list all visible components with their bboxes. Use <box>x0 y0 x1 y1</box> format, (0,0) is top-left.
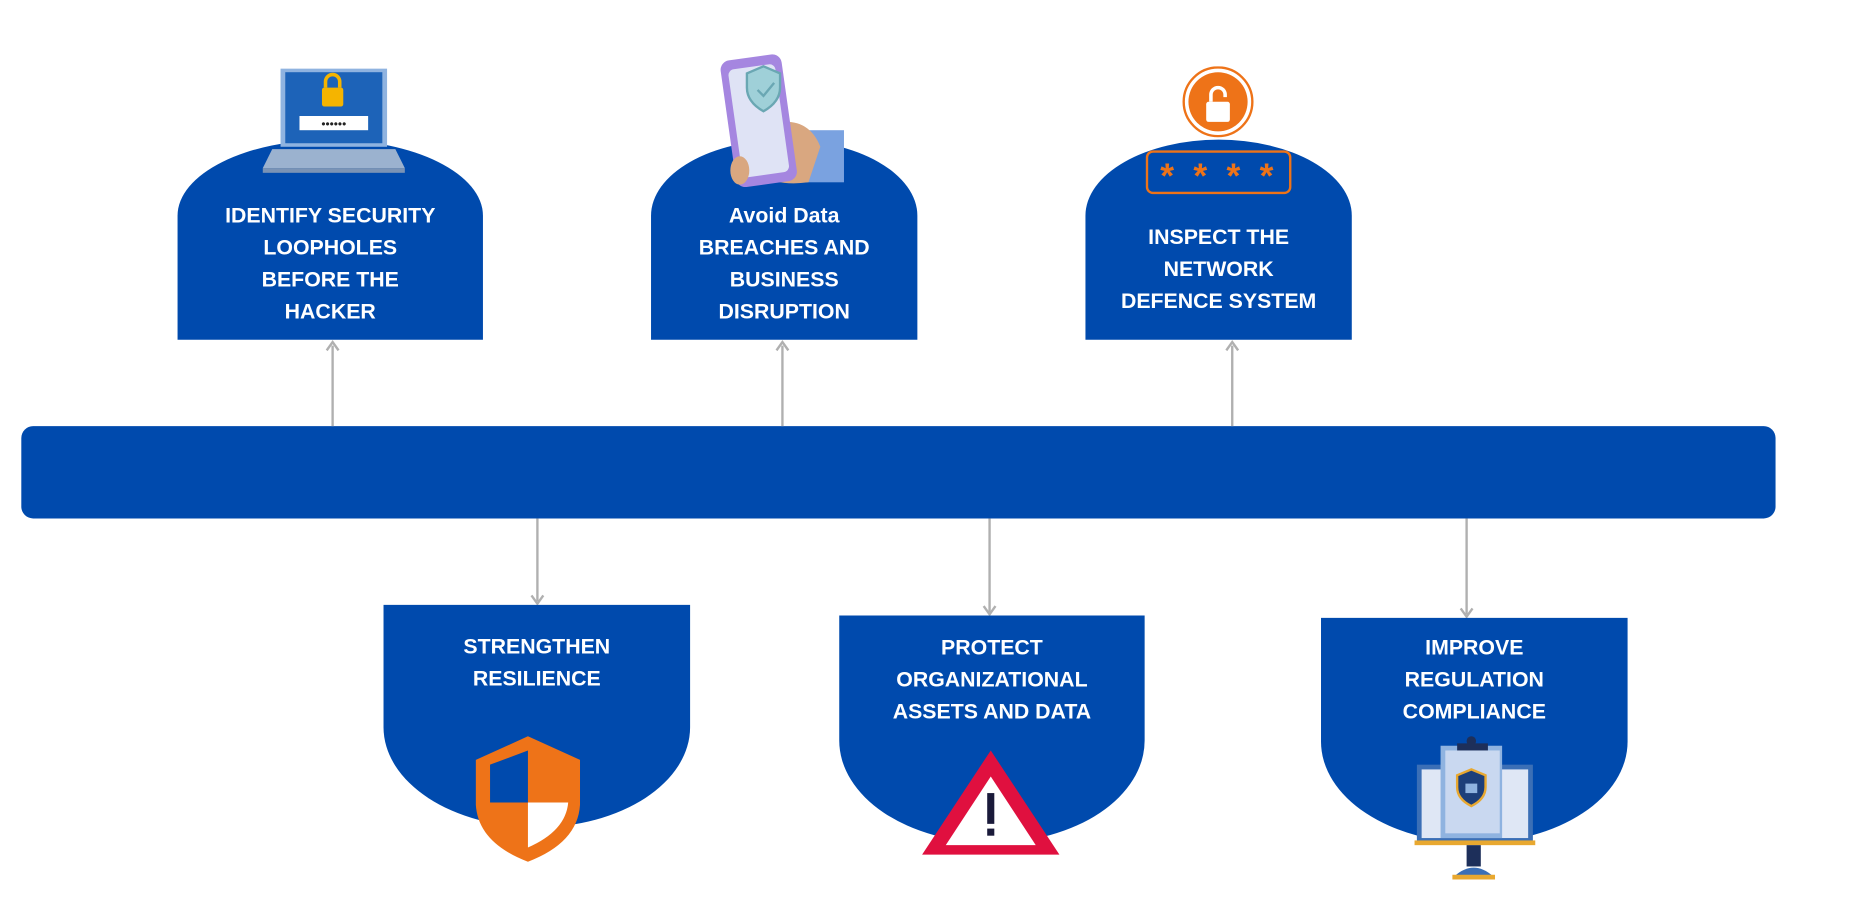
top-item-3: INSPECT THE NETWORK DEFENCE SYSTEM <box>1085 139 1352 340</box>
label-line: COMPLIANCE <box>1402 699 1546 724</box>
password-lock-icon: * * * * <box>1145 66 1292 196</box>
svg-text:*: * <box>1160 156 1174 196</box>
label-line: STRENGTHEN <box>463 634 611 659</box>
label-line: IDENTIFY SECURITY <box>225 203 436 227</box>
label-line: NETWORK <box>1163 256 1274 281</box>
label-line: Avoid Data <box>728 203 840 227</box>
label-line: BREACHES AND <box>698 234 870 259</box>
label-line: ORGANIZATIONAL <box>896 667 1088 692</box>
label-line: LOOPHOLES <box>263 234 398 259</box>
label-line: DISRUPTION <box>718 298 850 323</box>
connector-arrow <box>781 345 784 427</box>
laptop-lock-icon: •••••• <box>262 68 405 173</box>
svg-text:*: * <box>1193 156 1207 196</box>
top-item-1: IDENTIFY SECURITY LOOPHOLES BEFORE THE HACK… <box>177 139 483 340</box>
label-line: RESILIENCE <box>472 666 601 691</box>
label-line: PROTECT <box>941 635 1043 660</box>
phone-shield-icon <box>720 54 844 188</box>
label-line: BUSINESS <box>729 266 839 291</box>
label-line: INSPECT THE <box>1148 224 1290 249</box>
connector-arrow <box>536 518 539 602</box>
label-line: BEFORE THE <box>261 266 399 291</box>
shield-icon <box>475 736 581 862</box>
svg-text:••••••: •••••• <box>321 117 346 131</box>
connector-arrow <box>1465 518 1468 615</box>
label-line: ASSETS AND DATA <box>892 699 1092 724</box>
svg-text:*: * <box>1227 156 1241 196</box>
connector-arrow <box>1231 345 1234 427</box>
label-line: IMPROVE <box>1425 635 1524 660</box>
label-line: HACKER <box>284 298 376 323</box>
central-bar <box>21 426 1776 519</box>
warning-icon <box>922 750 1060 855</box>
connector-arrow <box>988 518 991 612</box>
connector-arrow <box>331 345 334 427</box>
label-line: REGULATION <box>1404 667 1544 692</box>
label-line: DEFENCE SYSTEM <box>1120 288 1317 313</box>
svg-text:*: * <box>1260 156 1274 196</box>
compliance-monitor-icon <box>1414 736 1536 880</box>
